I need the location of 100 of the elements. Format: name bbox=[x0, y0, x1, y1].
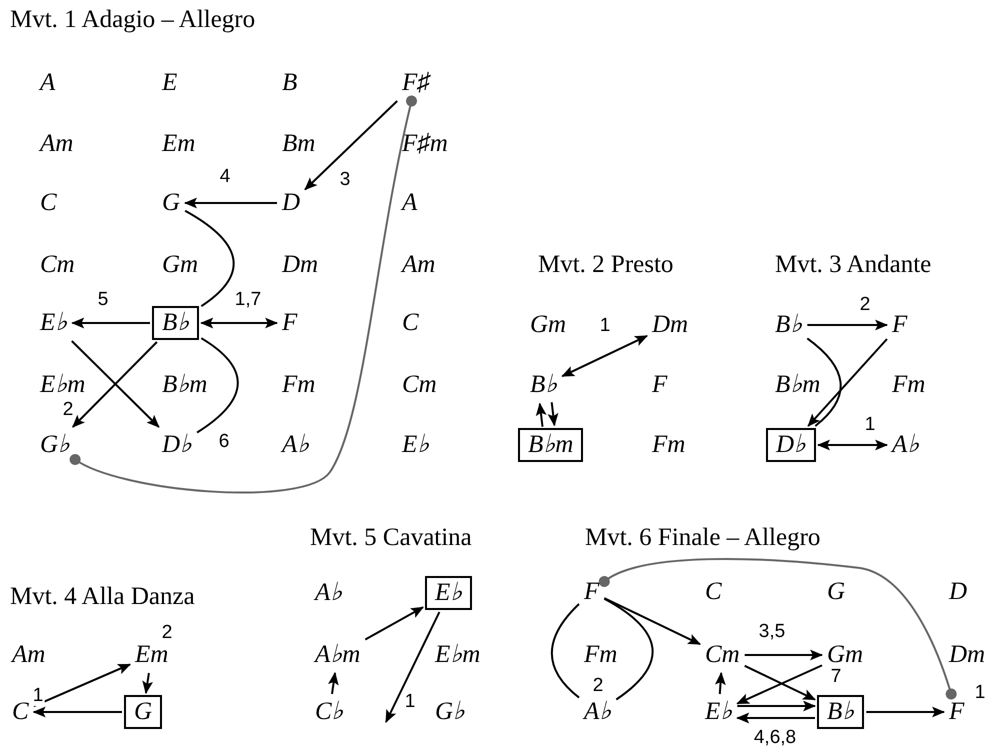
key-label: A♭ bbox=[890, 430, 922, 460]
key-label: Fm bbox=[890, 370, 928, 400]
arrow bbox=[304, 100, 398, 190]
key-label: E♭m bbox=[38, 370, 88, 400]
arrow bbox=[32, 706, 122, 718]
arrow bbox=[385, 612, 440, 723]
key-label: Am bbox=[400, 250, 438, 280]
key-label: C bbox=[703, 577, 724, 607]
key-label: B♭m bbox=[773, 370, 822, 400]
key-label: G bbox=[825, 577, 848, 607]
boxed-key-label: B♭ bbox=[817, 695, 864, 729]
key-label: Fm bbox=[280, 370, 318, 400]
key-label: Cm bbox=[400, 370, 439, 400]
dot-ended-curve bbox=[598, 558, 957, 700]
key-label: C bbox=[38, 188, 59, 218]
key-label: F bbox=[650, 370, 670, 400]
boxed-key-label: G bbox=[124, 695, 162, 729]
key-label: Dm bbox=[947, 640, 988, 670]
key-label: Gm bbox=[528, 310, 568, 340]
boxed-key-label: B♭m bbox=[518, 428, 584, 462]
key-label: G♭ bbox=[38, 430, 72, 460]
arrow bbox=[744, 650, 824, 660]
key-label: A♭ bbox=[582, 697, 614, 727]
key-label: F bbox=[280, 308, 300, 338]
key-label: E bbox=[160, 68, 180, 98]
arrow bbox=[744, 664, 816, 700]
boxed-key-label: D♭ bbox=[766, 428, 816, 462]
key-label: Fm bbox=[582, 640, 620, 670]
boxed-key-label: B♭ bbox=[152, 306, 200, 340]
edge-label: 3,5 bbox=[758, 622, 786, 642]
key-label: F♯m bbox=[400, 129, 450, 159]
arrow bbox=[200, 318, 278, 328]
key-label: C bbox=[10, 697, 31, 727]
key-label: G♭ bbox=[433, 697, 468, 727]
key-label: Dm bbox=[280, 250, 320, 280]
key-label: Cm bbox=[38, 250, 77, 280]
arrow bbox=[866, 706, 946, 718]
key-label: B bbox=[280, 68, 300, 98]
arrow bbox=[364, 606, 424, 640]
connector-line bbox=[196, 337, 239, 434]
arrow bbox=[817, 440, 888, 450]
key-label: Gm bbox=[160, 250, 200, 280]
key-label: Dm bbox=[650, 310, 690, 340]
key-label: Bm bbox=[280, 129, 318, 159]
key-label: F bbox=[582, 577, 602, 607]
key-label: A♭ bbox=[280, 430, 312, 460]
movement-title: Mvt. 6 Finale – Allegro bbox=[585, 523, 820, 553]
arrow bbox=[807, 338, 888, 427]
key-label: Fm bbox=[650, 430, 688, 460]
key-label: B♭m bbox=[160, 370, 210, 400]
key-label: A bbox=[38, 68, 58, 98]
key-label: F bbox=[890, 310, 910, 340]
arrow bbox=[736, 712, 815, 724]
arrow bbox=[561, 335, 648, 378]
arrow bbox=[142, 672, 154, 694]
key-label: G bbox=[160, 188, 182, 218]
arrow bbox=[71, 318, 150, 328]
connector-line bbox=[550, 603, 580, 698]
edge-label: 1,7 bbox=[234, 290, 262, 310]
edge-label: 4,6,8 bbox=[752, 728, 798, 748]
key-label: C♭ bbox=[313, 697, 346, 727]
key-label: B♭ bbox=[528, 370, 560, 400]
key-label: E♭ bbox=[38, 308, 70, 338]
key-label: E♭ bbox=[400, 430, 432, 460]
connector-line bbox=[604, 598, 654, 700]
key-label: Gm bbox=[825, 640, 866, 670]
key-label: F bbox=[947, 697, 966, 727]
dot-ended-curve bbox=[70, 96, 417, 494]
movement-title: Mvt. 3 Andante bbox=[775, 250, 932, 280]
movement-title: Mvt. 1 Adagio – Allegro bbox=[10, 5, 256, 35]
key-label: D bbox=[280, 188, 302, 218]
key-label: A bbox=[400, 188, 420, 218]
key-label: F♯ bbox=[400, 68, 432, 98]
arrow bbox=[184, 198, 277, 208]
arrow bbox=[736, 664, 822, 705]
key-label: C bbox=[400, 308, 421, 338]
boxed-key-label: E♭ bbox=[425, 576, 472, 610]
key-label: Am bbox=[38, 129, 76, 159]
arrow bbox=[807, 320, 888, 330]
key-label: E♭m bbox=[433, 640, 482, 670]
key-label: Am bbox=[10, 640, 48, 670]
arrow bbox=[536, 402, 547, 427]
arrow bbox=[737, 700, 816, 712]
movement-title: Mvt. 4 Alla Danza bbox=[10, 582, 195, 612]
key-label: Em bbox=[133, 640, 170, 670]
connector-line bbox=[184, 210, 234, 308]
key-label: B♭ bbox=[773, 310, 804, 340]
key-label: E♭ bbox=[703, 697, 734, 727]
connector-line bbox=[806, 338, 842, 427]
arrow bbox=[715, 672, 726, 694]
key-label: D♭ bbox=[160, 430, 194, 460]
key-label: A♭ bbox=[313, 578, 344, 608]
arrow bbox=[33, 663, 131, 708]
key-label: Em bbox=[160, 129, 198, 159]
key-label: D bbox=[947, 577, 970, 607]
arrow bbox=[604, 597, 701, 646]
edge-label: 1 bbox=[32, 686, 44, 706]
key-label: Cm bbox=[703, 640, 742, 670]
movement-title: Mvt. 5 Cavatina bbox=[310, 523, 472, 553]
arrow bbox=[328, 672, 339, 694]
